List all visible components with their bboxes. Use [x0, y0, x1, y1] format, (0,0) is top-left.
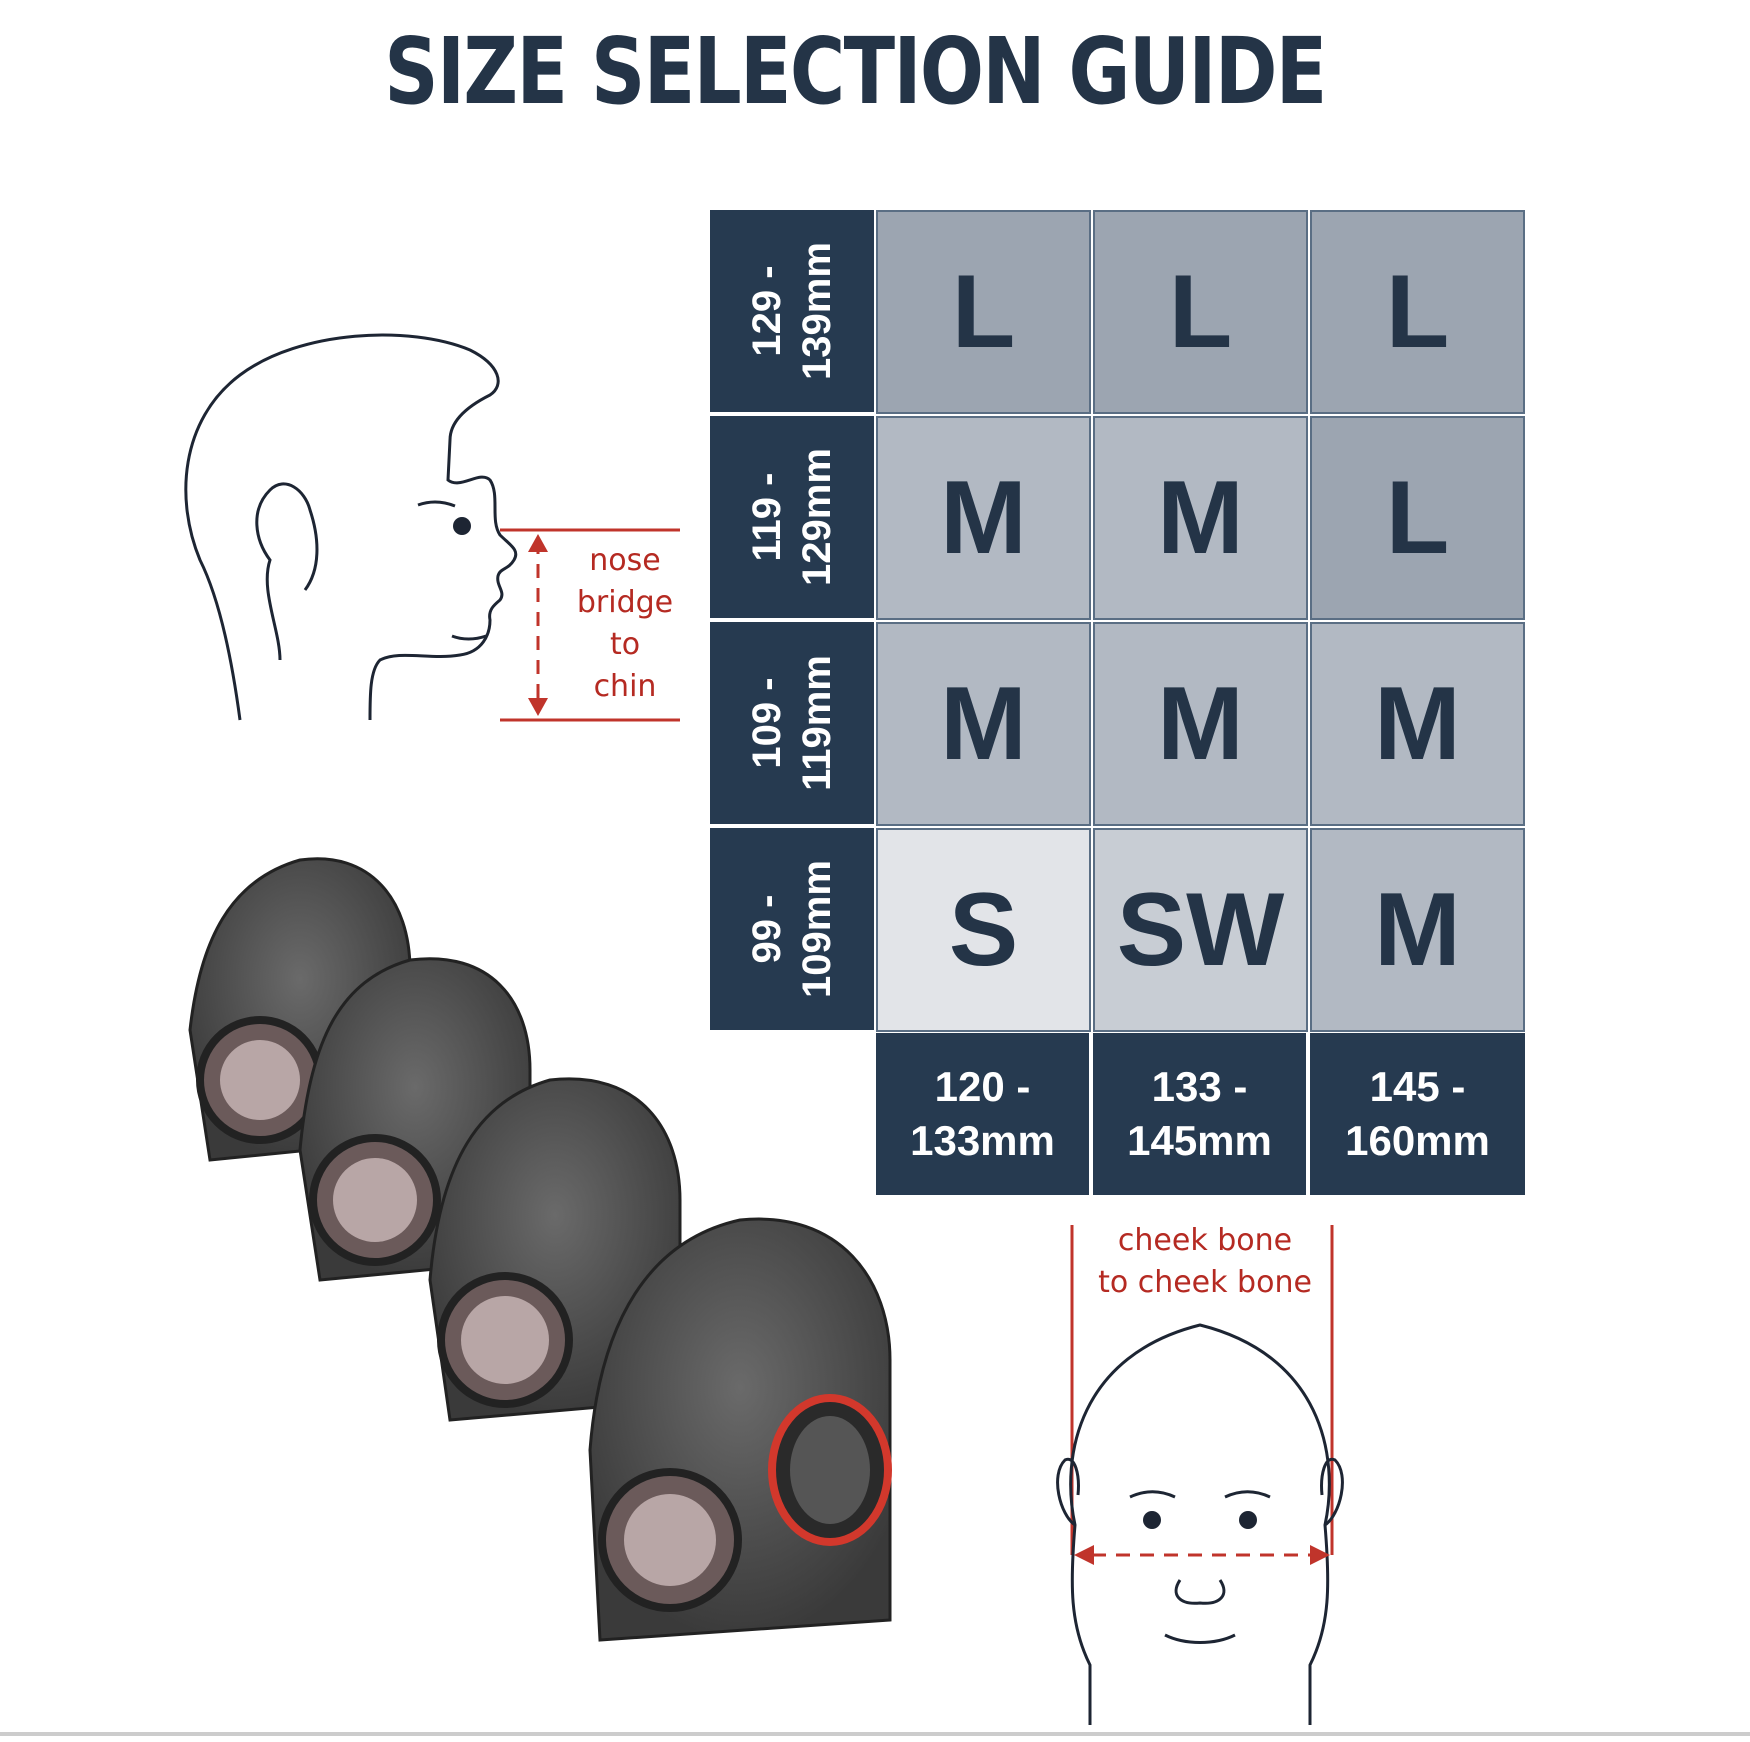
row-header: 129 - 139mm: [710, 210, 874, 414]
row-header: 119 - 129mm: [710, 416, 874, 620]
page-title: SIZE SELECTION GUIDE: [384, 18, 1327, 125]
size-cell: L: [876, 210, 1091, 414]
size-cell: S: [876, 828, 1091, 1032]
cheek-bone-label: cheek bone to cheek bone: [1098, 1223, 1312, 1300]
column-header: 120 - 133mm: [876, 1033, 1091, 1195]
size-grid: 129 - 139mm 119 - 129mm 109 - 119mm 99 -…: [710, 210, 1525, 1195]
respirator-masks-image: [188, 857, 892, 1642]
nose-chin-label: nose bridge to chin: [576, 543, 674, 704]
size-cell: M: [876, 416, 1091, 620]
row-header: 109 - 119mm: [710, 622, 874, 826]
column-header: 133 - 145mm: [1093, 1033, 1308, 1195]
row-header-label: 119 - 129mm: [745, 448, 839, 586]
size-cell: M: [1310, 622, 1525, 826]
size-cell: M: [1310, 828, 1525, 1032]
bottom-divider: [0, 1732, 1750, 1736]
size-cell: SW: [1093, 828, 1308, 1032]
column-header: 145 - 160mm: [1310, 1033, 1525, 1195]
size-cell: M: [876, 622, 1091, 826]
side-profile-head-icon: [184, 333, 518, 721]
size-cell: L: [1310, 210, 1525, 414]
row-header-label: 129 - 139mm: [745, 242, 839, 380]
front-face-icon: [1056, 1225, 1344, 1725]
nose-chin-measure-icon: [500, 528, 680, 722]
size-cell: M: [1093, 622, 1308, 826]
row-header-label: 109 - 119mm: [744, 655, 839, 791]
size-cell: L: [1093, 210, 1308, 414]
row-header: 99 - 109mm: [710, 828, 874, 1032]
size-cell: M: [1093, 416, 1308, 620]
size-cell: L: [1310, 416, 1525, 620]
